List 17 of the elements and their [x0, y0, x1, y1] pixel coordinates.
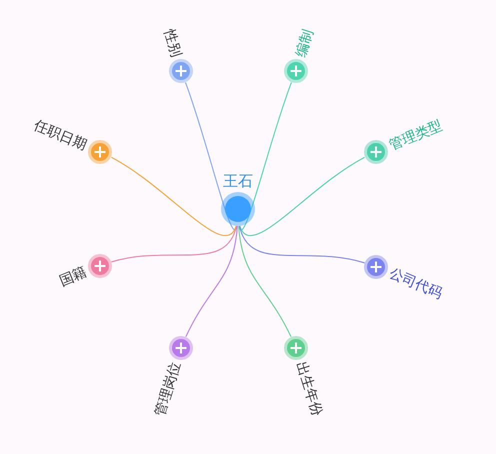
connector-line	[239, 156, 366, 236]
node-label: 编制	[292, 28, 317, 60]
connector-line	[110, 156, 237, 236]
connector-line	[238, 226, 292, 338]
node-label: 出生年份	[292, 360, 326, 418]
node-label: 管理类型	[386, 118, 445, 154]
connector-line	[185, 82, 238, 230]
connector-line	[185, 226, 238, 338]
connector-line	[238, 82, 292, 230]
connector-line	[110, 226, 237, 262]
node-label: 任职日期	[31, 118, 90, 154]
node-label: 王石	[223, 172, 253, 190]
node-label: 管理岗位	[152, 360, 184, 418]
node-label: 性别	[160, 28, 184, 60]
node-label: 国籍	[57, 264, 90, 290]
connector-line	[239, 226, 366, 264]
node-label: 公司代码	[386, 265, 445, 302]
